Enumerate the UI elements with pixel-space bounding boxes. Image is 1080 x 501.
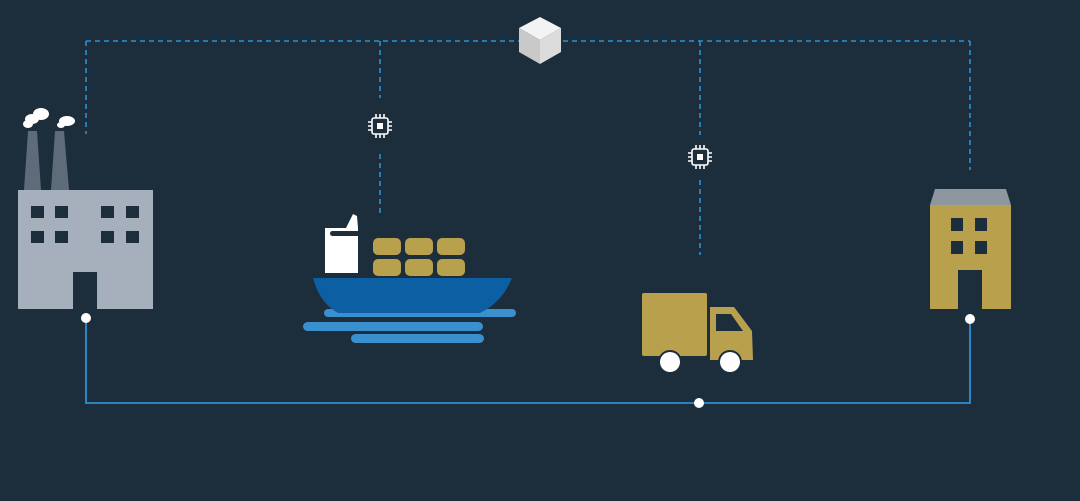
building-icon <box>930 189 1011 309</box>
node-dot-store <box>965 314 975 324</box>
dashed-network <box>85 40 971 255</box>
delivery-truck-icon <box>642 293 753 374</box>
solid-link-factory-store <box>85 318 971 404</box>
cube-icon <box>519 17 561 64</box>
node-dot-middle <box>694 398 704 408</box>
node-dot-factory <box>81 313 91 323</box>
cargo-ship-icon <box>303 214 516 343</box>
chip-icon <box>688 145 712 169</box>
factory-icon <box>18 108 153 309</box>
solid-network <box>85 318 971 404</box>
chip-icon <box>368 114 392 138</box>
